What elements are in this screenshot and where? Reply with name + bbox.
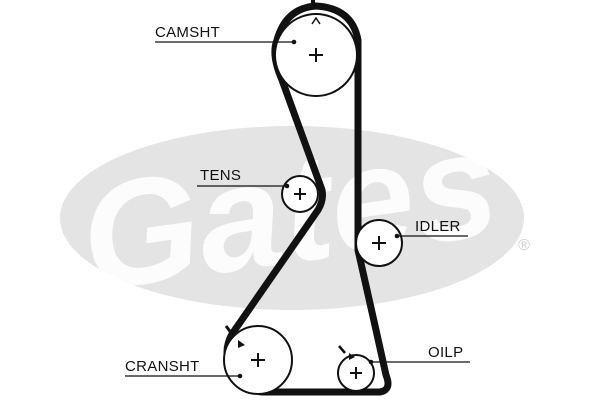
cransht-label-group: CRANSHT [125,358,243,379]
camsht-leader-dot [291,39,297,45]
idler-leader-dot [394,233,400,239]
cransht-timing-mark [224,325,234,335]
cransht-label: CRANSHT [125,358,200,375]
oilp-label-group: OILP [368,344,470,365]
cransht-leader-dot [237,373,243,379]
camsht-label-group: CAMSHT [155,24,297,45]
registered-mark: ® [518,237,530,254]
oilp-leader-dot [368,359,374,365]
camsht-timing-mark [311,16,321,25]
belt-top-tick [311,0,315,6]
watermark-ellipse [60,126,524,310]
tens-label-group: TENS [197,167,290,189]
oilp-pulley [337,345,375,392]
watermark-logo-text: Gates [71,98,507,322]
camsht-pulley [274,13,358,97]
cransht-pulley [223,325,293,395]
idler-label: IDLER [415,218,461,235]
tens-label: TENS [200,167,241,184]
oilp-arrow-mark [349,353,355,360]
tens-pulley [281,175,319,213]
cransht-arrow-mark [238,340,245,348]
gates-watermark: Gates ® [60,98,530,322]
idler-label-group: IDLER [394,218,468,239]
idler-pulley [355,219,403,267]
camsht-label: CAMSHT [155,24,220,41]
oilp-timing-mark [338,345,346,354]
tens-leader-dot [284,183,290,189]
oilp-label: OILP [428,344,463,361]
